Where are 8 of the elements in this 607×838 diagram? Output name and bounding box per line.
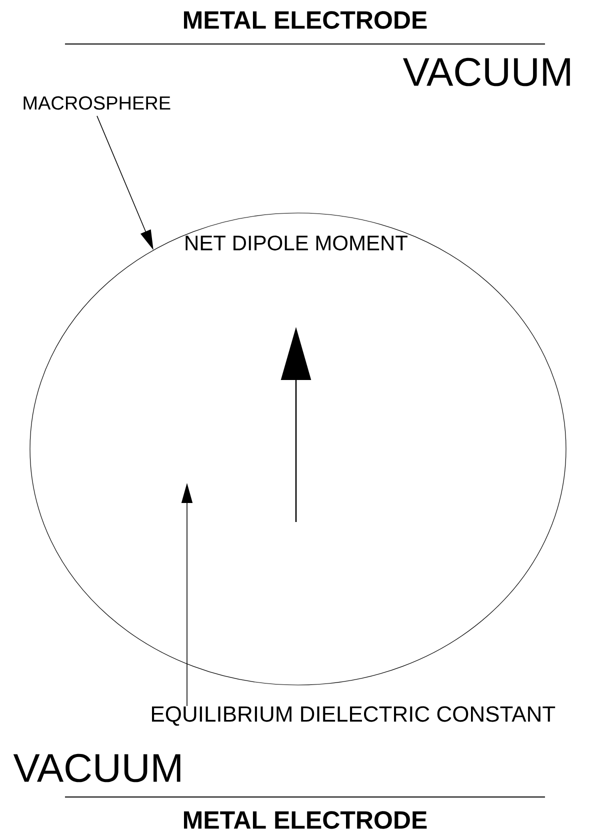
region-label: VACUUM <box>13 754 180 782</box>
region-label: VACUUM <box>402 58 570 86</box>
macrosphere-circle <box>30 212 566 686</box>
electrode-label: METAL ELECTRODE <box>184 11 427 29</box>
callout-text: EQUILIBRIUM DIELECTRIC CONSTANT <box>152 706 556 726</box>
arrow-label: NET DIPOLE MOMENT <box>186 236 408 250</box>
callout-text: MACROSPHERE <box>24 96 170 110</box>
electrode-label: METAL ELECTRODE <box>184 811 427 829</box>
